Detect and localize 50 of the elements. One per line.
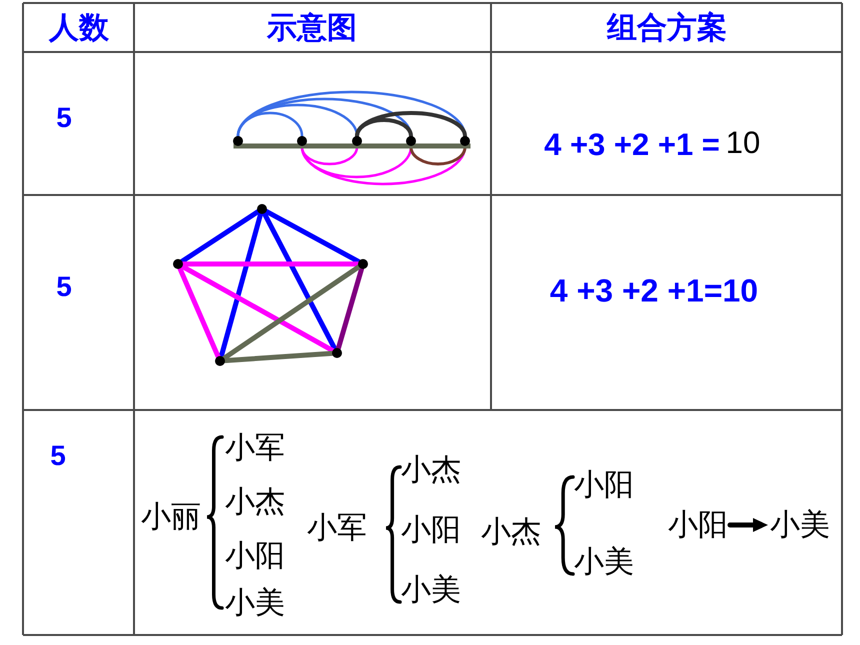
equation: 4 +3 +2 +1 = (544, 127, 720, 163)
name-label: 小军 (307, 510, 367, 548)
vertex-dot (173, 259, 183, 269)
vertex-dot (215, 356, 225, 366)
vertex-dot (332, 348, 342, 358)
vertex-dot (358, 259, 368, 269)
column-header: 示意图 (267, 10, 357, 46)
people-count: 5 (56, 102, 72, 134)
line-segment (264, 208, 362, 264)
equation-result: 10 (726, 125, 760, 161)
name-label: 小美 (574, 544, 634, 582)
column-header: 人数 (49, 10, 109, 46)
line-segment (222, 350, 334, 364)
arc-line (355, 111, 467, 138)
line-segment (222, 264, 362, 361)
people-count: 5 (56, 271, 72, 303)
name-label: 小美 (225, 584, 285, 622)
arrow (728, 518, 768, 532)
vertex-dot (406, 136, 416, 146)
arc-line (410, 146, 466, 166)
people-count: 5 (50, 440, 66, 472)
line-segment (180, 262, 360, 266)
name-label: 小杰 (481, 514, 541, 552)
name-label: 小杰 (225, 484, 285, 522)
arc-line (300, 146, 358, 166)
vertex-dot (297, 136, 307, 146)
equation: 4 +3 +2 +1=10 (550, 272, 758, 310)
vertex-dot (352, 136, 362, 146)
arc-line (300, 146, 466, 186)
line-segment (180, 209, 260, 264)
line-segment (218, 211, 264, 359)
line-segment (180, 264, 336, 354)
vertex-dot (233, 136, 243, 146)
name-label: 小阳 (668, 504, 728, 546)
name-label: 小军 (225, 430, 285, 468)
column-header: 组合方案 (607, 10, 727, 46)
name-label: 小杰 (401, 452, 461, 490)
name-label: 小阳 (574, 466, 634, 504)
name-label: 小阳 (225, 538, 285, 576)
arc-line (236, 90, 466, 138)
name-label: 小阳 (401, 512, 461, 550)
line-segment (262, 210, 338, 352)
name-label: 小美 (401, 572, 461, 610)
name-label: 小丽 (141, 498, 201, 536)
name-label: 小美 (770, 504, 830, 546)
line-segment (336, 266, 364, 351)
vertex-dot (257, 204, 267, 214)
vertex-dot (460, 136, 470, 146)
line-bar (233, 144, 470, 148)
line-segment (177, 266, 221, 359)
